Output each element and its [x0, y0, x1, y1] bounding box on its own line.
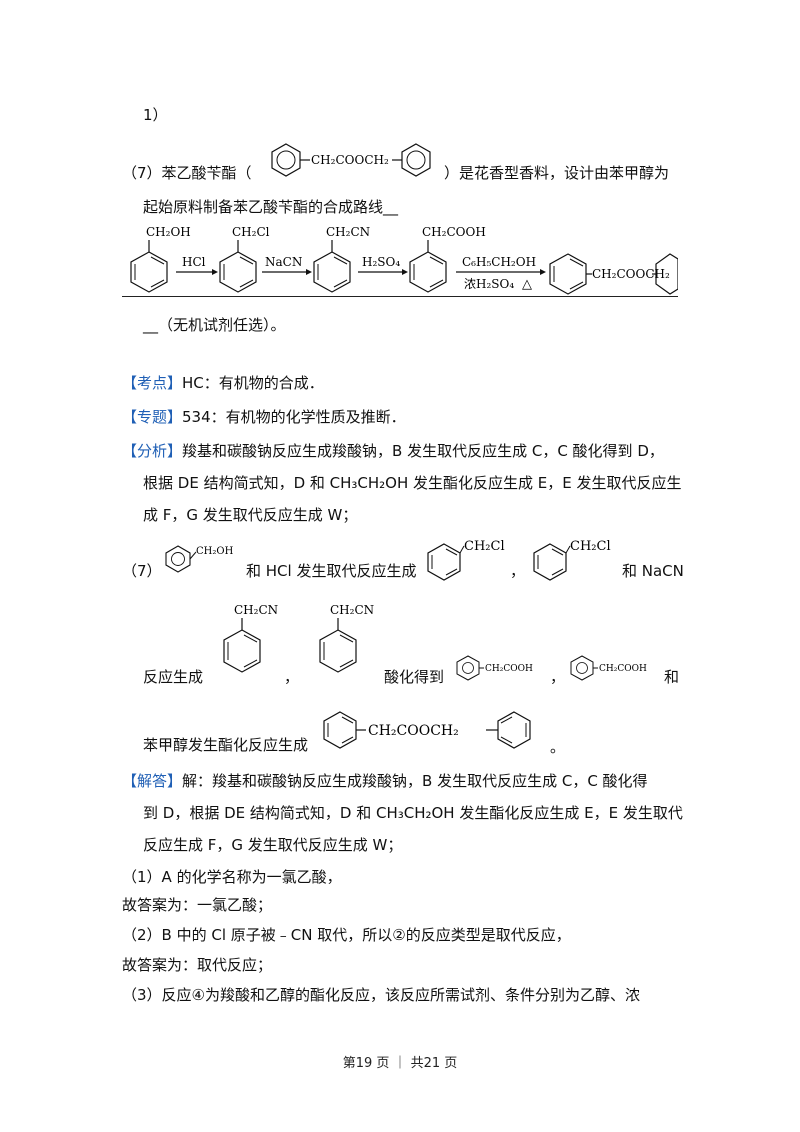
nacn-reagent: NaCN — [265, 255, 302, 269]
analysis-7-label: （7） — [122, 562, 162, 580]
comma-3: ， — [550, 668, 566, 686]
structure-ch2cooh-1: CH₂COOH — [485, 664, 533, 674]
ch2cl-label: CH₂Cl — [232, 225, 270, 239]
structure-ch2cl-1: CH₂Cl — [464, 539, 505, 554]
heat-symbol: △ — [522, 277, 532, 292]
analysis-7-text2: 和 NaCN — [622, 562, 684, 580]
jieda-line-1: 【解答】解：羧基和碳酸钠反应生成羧酸钠，B 发生取代反应生成 C，C 酸化得 — [122, 772, 648, 790]
analysis-7-text4: 酸化得到 — [384, 668, 445, 686]
structure-ch2cooh-2: CH₂COOH — [599, 664, 647, 674]
item-1-fragment: 1） — [143, 106, 168, 124]
structure-ch2cn-1: CH₂CN — [234, 603, 278, 617]
answer-3: （3）反应④为羧酸和乙醇的酯化反应，该反应所需试剂、条件分别为乙醇、浓 — [122, 986, 640, 1004]
ch2cn-label: CH₂CN — [326, 225, 370, 239]
analysis-7-text1: 和 HCl 发生取代反应生成 — [246, 562, 417, 580]
comma-2: ， — [284, 668, 300, 686]
question-7-line3: __（无机试剂任选）。 — [143, 316, 286, 334]
jieda-line-2: 到 D，根据 DE 结构简式知，D 和 CH₃CH₂OH 发生酯化反应生成 E，… — [143, 804, 683, 822]
benzyl-phenylacetate-structure: CH₂COOCH₂ — [271, 143, 431, 177]
benzyl-alcohol-structure: CH₂OH — [165, 545, 234, 573]
h2so4-reagent: H₂SO₄ — [362, 255, 400, 269]
benzyl-chloride-structure-1: CH₂Cl — [427, 539, 505, 581]
benzyl-chloride-structure-2: CH₂Cl — [533, 539, 611, 581]
analysis-7-text6: 苯甲醇发生酯化反应生成 — [143, 736, 309, 754]
jieda-tag: 【解答】 — [122, 772, 183, 790]
phenylacetic-acid-structure-2: CH₂COOH — [570, 655, 647, 681]
conc-h2so4-condition: 浓H₂SO₄ — [464, 277, 514, 291]
answer-2: （2）B 中的 Cl 原子被﹣CN 取代，所以②的反应类型是取代反应， — [122, 926, 571, 944]
ester-formula: CH₂COOCH₂ — [311, 153, 389, 167]
fenxi-line-1: 【分析】羧基和碳酸钠反应生成羧酸钠，B 发生取代反应生成 C，C 酸化得到 D， — [122, 442, 664, 460]
kaodian-line: 【考点】HC：有机物的合成． — [122, 374, 324, 392]
zhuanti-tag: 【专题】 — [122, 408, 183, 426]
ch2cooh-label: CH₂COOH — [422, 225, 486, 239]
product-ester-structure: CH₂COOCH₂ — [323, 711, 531, 749]
benzyl-cyanide-structure-2: CH₂CN — [319, 603, 374, 673]
answer-1: （1）A 的化学名称为一氯乙酸， — [122, 868, 342, 886]
route-underline — [122, 296, 678, 297]
answer-1-result: 故答案为：一氯乙酸； — [122, 896, 273, 914]
structure-ch2oh: CH₂OH — [196, 546, 234, 557]
phenylacetic-acid-structure-1: CH₂COOH — [456, 655, 533, 681]
fenxi-line-2: 根据 DE 结构简式知，D 和 CH₃CH₂OH 发生酯化反应生成 E，E 发生… — [143, 474, 682, 492]
comma-1: ， — [510, 562, 526, 580]
benzyl-cyanide-structure-1: CH₂CN — [223, 603, 278, 673]
zhuanti-line: 【专题】534：有机物的化学性质及推断． — [122, 408, 406, 426]
question-7-line2: 起始原料制备苯乙酸苄酯的合成路线__ — [143, 198, 399, 216]
period: 。 — [550, 738, 566, 756]
kaodian-tag: 【考点】 — [122, 374, 183, 392]
structure-ch2cn-2: CH₂CN — [330, 603, 374, 617]
hcl-reagent: HCl — [182, 255, 206, 269]
fenxi-line-3: 成 F，G 发生取代反应生成 W； — [143, 506, 358, 524]
synthesis-route: CH₂OH HCl CH₂Cl NaCN CH₂CN H₂SO₄ CH₂COOH… — [130, 225, 678, 295]
question-7-lead: （7）苯乙酸苄酯（ — [122, 164, 252, 182]
product-ester-formula: CH₂COOCH₂ — [592, 267, 670, 281]
answer-2-result: 故答案为：取代反应； — [122, 956, 273, 974]
fenxi-tag: 【分析】 — [122, 442, 183, 460]
analysis-7-text3: 反应生成 — [143, 668, 204, 686]
structure-ester-formula: CH₂COOCH₂ — [368, 723, 459, 739]
page-footer: 第19 页 ｜ 共21 页 — [342, 1056, 458, 1071]
jieda-line-3: 反应生成 F，G 发生取代反应生成 W； — [143, 836, 403, 854]
ch2oh-label: CH₂OH — [146, 225, 191, 239]
analysis-7-text5: 和 — [664, 668, 680, 686]
question-7-rest: ）是花香型香料，设计由苯甲醇为 — [444, 164, 670, 182]
benzyl-alcohol-reagent: C₆H₅CH₂OH — [462, 255, 536, 269]
structure-ch2cl-2: CH₂Cl — [570, 539, 611, 554]
